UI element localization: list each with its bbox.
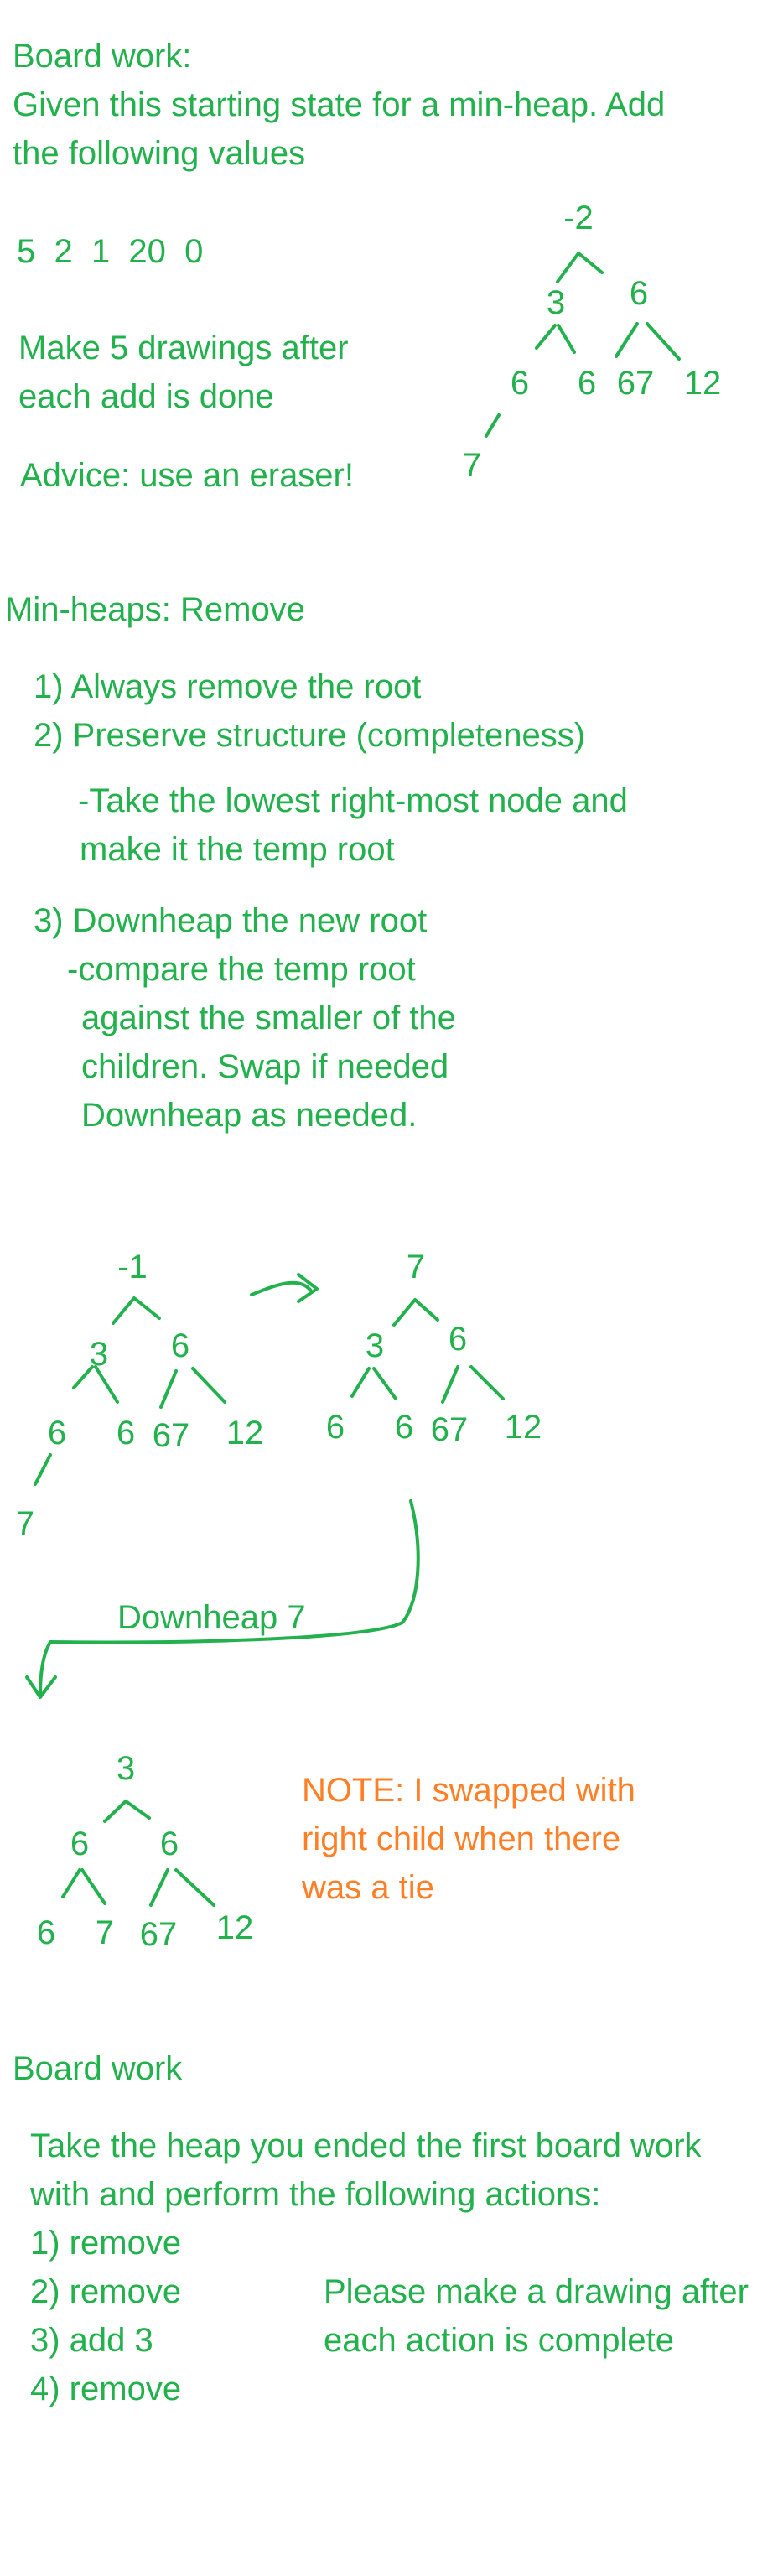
task-line-2: with and perform the following actions:: [29, 2176, 600, 2213]
edge: [34, 1453, 52, 1486]
heap-node: 3: [90, 1336, 108, 1373]
action-2: 2) remove: [30, 2273, 181, 2310]
heap-node: 6: [70, 1826, 89, 1862]
downheap-label: Downheap 7: [117, 1599, 306, 1636]
heap-node: 6: [449, 1321, 467, 1358]
heap-node: 6: [117, 1415, 135, 1452]
edge: [149, 1868, 169, 1907]
drawings-line-2: each add is done: [18, 378, 274, 415]
edge: [159, 1369, 178, 1409]
heap-node: 12: [505, 1409, 542, 1446]
rule-2-detail-1: -Take the lowest right-most node and: [78, 782, 628, 819]
edge: [557, 324, 576, 354]
rule-2-detail-2: make it the temp root: [80, 831, 395, 868]
edge: [61, 1868, 81, 1898]
heap-node: 67: [153, 1417, 190, 1454]
edge-root: [392, 1298, 439, 1327]
heap-node: 3: [547, 284, 565, 321]
downheap-arrow-icon: [25, 1499, 420, 1699]
edge-root: [556, 252, 604, 283]
min-heaps-remove-heading: Min-heaps: Remove: [5, 591, 305, 628]
edge: [646, 322, 681, 361]
rule-3-detail-4: Downheap as needed.: [81, 1097, 417, 1134]
rule-3-detail-3: children. Swap if needed: [81, 1048, 449, 1085]
drawings-line-1: Make 5 drawings after: [18, 330, 349, 366]
heap-node: 6: [48, 1415, 66, 1452]
heap-node: 7: [463, 447, 481, 484]
heap-temp-root-diagram: 7 3 6 6 6 67 12: [326, 1249, 542, 1448]
edge-root: [112, 1296, 161, 1325]
heap-node: 7: [407, 1249, 425, 1285]
edge: [615, 322, 639, 358]
action-3: 3) add 3: [30, 2322, 153, 2359]
edge: [535, 324, 557, 350]
heap-after-downheap-diagram: 3 6 6 6 7 67 12: [37, 1750, 253, 1953]
heap-node: -2: [563, 200, 594, 236]
heap-node: 6: [578, 365, 596, 402]
heap-node: 7: [16, 1505, 34, 1542]
note-line-2: right child when there: [302, 1820, 620, 1857]
rule-1: 1) Always remove the root: [34, 668, 421, 705]
edge: [441, 1365, 459, 1404]
arrow-right-icon: [250, 1273, 319, 1303]
action-4: 4) remove: [30, 2371, 181, 2407]
heap-node: 6: [37, 1914, 55, 1951]
edge: [191, 1367, 226, 1404]
heap-node: 6: [171, 1327, 189, 1364]
heap-node: 67: [617, 365, 655, 402]
drawing-after-line-2: each action is complete: [324, 2322, 674, 2359]
heap-node: 67: [431, 1411, 469, 1448]
heap-node: 12: [684, 365, 722, 402]
edge: [174, 1868, 215, 1907]
board-work-2-heading: Board work: [13, 2050, 183, 2087]
rule-2: 2) Preserve structure (completeness): [34, 717, 585, 754]
board-work-heading: Board work:: [13, 38, 191, 75]
edge: [350, 1367, 371, 1398]
edge: [80, 1868, 106, 1905]
action-1: 1) remove: [30, 2225, 181, 2262]
edge: [372, 1367, 397, 1400]
edge-root: [103, 1800, 151, 1823]
heap-node: 12: [226, 1415, 264, 1452]
rule-3-detail-2: against the smaller of the: [81, 1000, 456, 1036]
values-to-add: 5 2 1 20 0: [17, 233, 203, 270]
note-line-1: NOTE: I swapped with: [302, 1772, 635, 1809]
edge: [94, 1365, 119, 1404]
instruction-line-2: the following values: [13, 135, 305, 172]
note-line-3: was a tie: [301, 1869, 434, 1906]
heap-node: 6: [326, 1409, 345, 1446]
heap-node: 67: [140, 1916, 178, 1953]
heap-node: 6: [630, 275, 648, 312]
heap-node: 6: [160, 1826, 179, 1862]
rule-3: 3) Downheap the new root: [34, 902, 427, 939]
heap-node: 7: [96, 1914, 114, 1951]
heap-node: 3: [117, 1750, 135, 1787]
starting-heap-diagram: -2 3 6 6 6 67 12 7: [463, 200, 721, 484]
drawing-after-line-1: Please make a drawing after: [324, 2273, 749, 2310]
heap-node: 6: [395, 1409, 413, 1446]
heap-before-remove-diagram: -1 3 6 6 6 67 12 7: [16, 1249, 263, 1542]
edge: [485, 413, 501, 438]
instruction-line-1: Given this starting state for a min-heap…: [13, 86, 665, 123]
heap-node: 3: [366, 1327, 384, 1364]
heap-node: 12: [216, 1909, 254, 1946]
advice-text: Advice: use an eraser!: [20, 457, 354, 494]
edge: [72, 1365, 94, 1389]
rule-3-detail-1: -compare the temp root: [67, 951, 416, 988]
edge: [469, 1365, 505, 1400]
task-line-1: Take the heap you ended the first board …: [30, 2127, 703, 2164]
heap-node: 6: [511, 365, 529, 402]
heap-node: -1: [117, 1249, 148, 1285]
